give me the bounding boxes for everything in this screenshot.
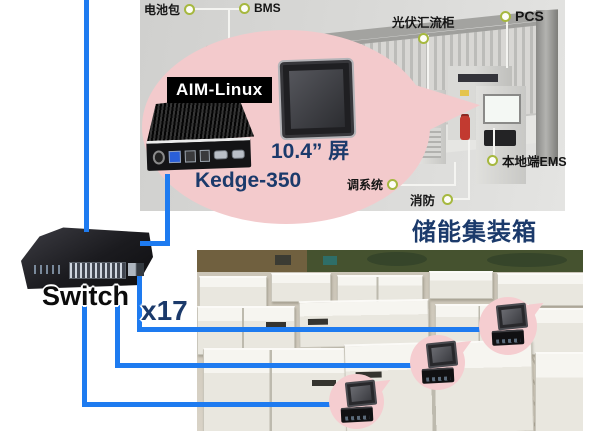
label-fire-text: 消防 [410, 194, 436, 208]
gateway-model-label: Kedge-350 [195, 169, 302, 192]
container-caption: 储能集装箱 [412, 219, 537, 246]
leader-line [454, 162, 456, 186]
switch-to-site-line [137, 327, 489, 332]
switch-to-site-line [137, 276, 142, 332]
panel-pc-screen [349, 384, 372, 403]
container-label-patch [307, 318, 329, 325]
leader-line [493, 128, 495, 156]
serial-port-icon [214, 150, 228, 160]
kedge-gateway-icon [145, 94, 257, 171]
usb-port-icon [168, 150, 181, 163]
gateway-to-switch-line [140, 241, 170, 246]
panel-pc-icon [344, 379, 377, 408]
gateway-ports [496, 338, 521, 344]
kedge-gateway-icon [491, 329, 525, 346]
ems-screen [483, 94, 521, 124]
switch-to-site-line [82, 300, 87, 407]
leader-line [186, 8, 248, 10]
storage-container [271, 273, 331, 302]
label-battery-pack-text: 电池包 [144, 3, 181, 17]
panel-pc-screen [430, 345, 453, 364]
device-callout [410, 335, 465, 390]
photo-tree [367, 252, 427, 266]
device-callout [329, 374, 384, 429]
green-ring-marker-icon [184, 4, 196, 15]
switch-label: Switch [42, 281, 130, 311]
green-ring-marker-icon [500, 10, 511, 22]
ethernet-port-icon [184, 149, 196, 163]
panel-pc-screen [501, 307, 523, 326]
gateway-ports [344, 415, 369, 421]
fire-extinguisher-icon [460, 116, 470, 140]
switch-to-site-line [115, 363, 414, 368]
pcs-slot [458, 74, 498, 82]
green-ring-marker-icon [442, 194, 454, 205]
switch-leds [34, 264, 61, 274]
leader-line [396, 184, 456, 186]
green-ring-marker-icon [387, 179, 399, 190]
container-label-patch [266, 322, 286, 328]
panel-pc-screen [289, 69, 345, 129]
gateway-ports [425, 376, 450, 382]
label-pv-combiner-text: 光伏汇流柜 [392, 16, 455, 30]
switch-port-bank [68, 262, 126, 280]
storage-container [203, 348, 347, 431]
green-ring-marker-icon [417, 33, 429, 44]
photo-excavator [275, 255, 291, 265]
device-callout [479, 297, 537, 355]
storage-container [429, 271, 493, 299]
leader-line [506, 18, 508, 68]
panel-pc-icon [279, 59, 355, 139]
switch-to-site-line [82, 402, 334, 407]
ems-cabinet-illustration [476, 86, 526, 184]
container-label-patch [312, 380, 336, 386]
cabinet-sticker [460, 90, 469, 96]
green-ring-marker-icon [239, 2, 250, 14]
label-hvac: 调系统 [347, 176, 399, 193]
leader-line [448, 198, 470, 200]
panel-pc-icon [495, 302, 529, 331]
photo-excavator [323, 256, 337, 265]
gateway-to-switch-line [165, 174, 170, 246]
label-bms-text: BMS [254, 1, 281, 15]
scale-multiplier-label: x17 [141, 295, 188, 326]
gateway-front-ports [146, 137, 252, 171]
ethernet-port-icon [199, 149, 211, 162]
label-hvac-text: 调系统 [347, 178, 384, 192]
power-port-icon [152, 149, 166, 165]
switch-to-site-line [115, 300, 120, 368]
leader-line [427, 35, 429, 92]
label-fire: 消防 [410, 190, 454, 209]
label-pv-combiner: 光伏汇流柜 [392, 12, 455, 44]
uplink-line [84, 0, 89, 232]
panel-pc-icon [425, 340, 458, 369]
label-local-ems: 本地端EMS [487, 151, 567, 170]
serial-port-icon [231, 149, 245, 159]
network-switch-icon [21, 225, 153, 289]
label-battery-pack: 电池包 [144, 1, 196, 18]
container-end-frame [536, 10, 558, 164]
storage-container [535, 352, 583, 431]
display-size-label: 10.4” 屏 [271, 140, 350, 163]
label-pcs: PCS [500, 8, 544, 24]
label-pcs-text: PCS [515, 8, 544, 24]
label-local-ems-text: 本地端EMS [502, 155, 567, 169]
storage-container [298, 298, 430, 349]
ems-device [484, 130, 516, 146]
os-badge: AIM-Linux [167, 77, 272, 103]
label-bms: BMS [239, 1, 281, 15]
leader-line [468, 140, 470, 200]
kedge-gateway-icon [421, 367, 454, 384]
storage-container [199, 276, 267, 309]
kedge-gateway-icon [340, 406, 373, 423]
switch-sfp-ports [127, 263, 144, 277]
photo-tree [487, 253, 567, 267]
green-ring-marker-icon [487, 155, 498, 166]
